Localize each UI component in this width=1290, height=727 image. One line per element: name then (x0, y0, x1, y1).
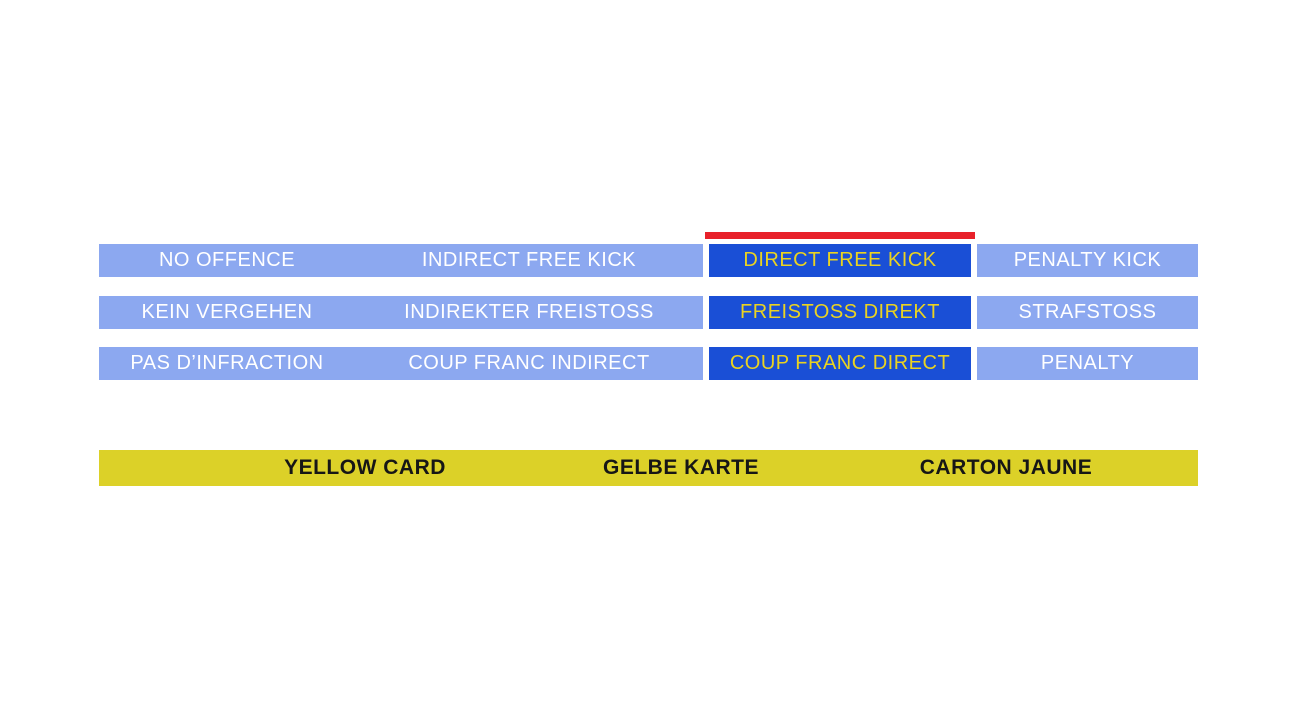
answer-row-2: KEIN VERGEHEN INDIREKTER FREISTOSS FREIS… (99, 296, 1198, 329)
answer-cell-strafstoss[interactable]: STRAFSTOSS (977, 296, 1198, 329)
answer-segment-left: NO OFFENCE INDIRECT FREE KICK (99, 244, 703, 277)
answer-cell-indirect-free-kick[interactable]: INDIRECT FREE KICK (355, 244, 703, 277)
answer-cell-penalty-kick[interactable]: PENALTY KICK (977, 244, 1198, 277)
answer-cell-pas-d-infraction[interactable]: PAS D’INFRACTION (99, 347, 355, 380)
answer-cell-no-offence[interactable]: NO OFFENCE (99, 244, 355, 277)
answer-cell-coup-franc-direct-selected[interactable]: COUP FRANC DIRECT (709, 347, 971, 380)
answer-cell-kein-vergehen[interactable]: KEIN VERGEHEN (99, 296, 355, 329)
selected-column-marker (705, 232, 975, 239)
answer-cell-freistoss-direkt-selected[interactable]: FREISTOSS DIREKT (709, 296, 971, 329)
answer-cell-indirekter-freistoss[interactable]: INDIREKTER FREISTOSS (355, 296, 703, 329)
answer-cell-direct-free-kick-selected[interactable]: DIRECT FREE KICK (709, 244, 971, 277)
answer-cell-penalty[interactable]: PENALTY (977, 347, 1198, 380)
yellow-card-label-en: YELLOW CARD (284, 456, 446, 479)
yellow-card-label-fr: CARTON JAUNE (919, 456, 1093, 479)
yellow-card-label-de: GELBE KARTE (602, 456, 760, 479)
answer-segment-left: PAS D’INFRACTION COUP FRANC INDIRECT (99, 347, 703, 380)
answer-row-3: PAS D’INFRACTION COUP FRANC INDIRECT COU… (99, 347, 1198, 380)
yellow-card-bar[interactable]: YELLOW CARD GELBE KARTE CARTON JAUNE (99, 450, 1198, 486)
answer-row-1: NO OFFENCE INDIRECT FREE KICK DIRECT FRE… (99, 244, 1198, 277)
answer-segment-left: KEIN VERGEHEN INDIREKTER FREISTOSS (99, 296, 703, 329)
answer-cell-coup-franc-indirect[interactable]: COUP FRANC INDIRECT (355, 347, 703, 380)
